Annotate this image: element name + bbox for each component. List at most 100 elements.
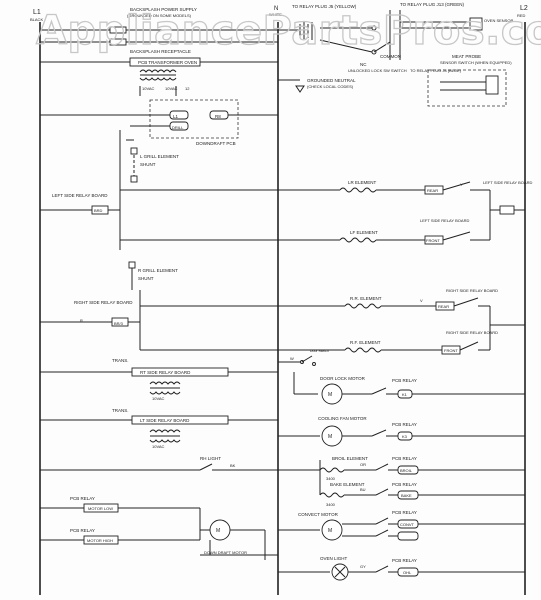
trans-a-label: TRANS. bbox=[112, 358, 129, 363]
rh-light-label: RH LIGHT bbox=[200, 456, 221, 461]
right-side-relay-board-label: RIGHT SIDE RELAY BOARD bbox=[74, 300, 133, 305]
wire-color-gy: GY bbox=[360, 564, 366, 569]
pcb-relay-3-label: PCB RELAY bbox=[392, 456, 417, 461]
wire-color-bu: BU bbox=[360, 487, 366, 492]
tag-convt: CONVT bbox=[400, 522, 415, 527]
v10vac-c: 10VAC bbox=[152, 396, 164, 401]
right-side-relay-board-far-label: RIGHT SIDE RELAY BOARD bbox=[446, 288, 498, 293]
rh-light-circuit bbox=[40, 463, 278, 471]
fan-motor-m: M bbox=[328, 434, 332, 440]
tag-broil: BROIL bbox=[400, 468, 413, 473]
door-motor-m: M bbox=[328, 392, 332, 398]
motor-high-tag: MOTOR HIGH bbox=[87, 538, 113, 543]
lr-element-label: LR ELEMENT bbox=[348, 180, 377, 185]
door-lock-motor-circuit bbox=[278, 355, 413, 405]
relay-board-transformers bbox=[40, 367, 278, 443]
pcb-relay-8-label: PCB RELAY bbox=[392, 558, 417, 563]
v10vac-d: 10VAC bbox=[152, 444, 164, 449]
pcb-relay-4-label: PCB RELAY bbox=[392, 482, 417, 487]
oven-sensor-label: OVEN SENSOR bbox=[484, 18, 513, 23]
backsplash-power-sub: (GROUNDED ON SOME MODELS) bbox=[127, 13, 192, 18]
rail-l1-label: L1 bbox=[33, 9, 41, 16]
backsplash-power-label: BACKSPLASH POWER SUPPLY bbox=[130, 7, 197, 12]
cooling-fan-circuit bbox=[278, 425, 413, 447]
rail-n-label: N bbox=[274, 6, 278, 12]
wire-color-w: W bbox=[290, 356, 294, 361]
rt-side-relay-board-label: RT SIDE RELAY BOARD bbox=[140, 370, 191, 375]
ground-icon bbox=[295, 85, 305, 93]
meat-probe-label: MEAT PROBE bbox=[452, 54, 481, 59]
tag-bake: BAKE bbox=[401, 493, 412, 498]
rail-l1-color: BLACK bbox=[30, 17, 43, 22]
downdraft-pcb-label: DOWNDRAFT PCB bbox=[196, 141, 236, 146]
tag-br3: BR/3 bbox=[114, 321, 124, 326]
left-side-relay-board-right-label: LEFT SIDE RELAY BOARD bbox=[420, 218, 469, 223]
right-side-relay-board-mid-label: RIGHT SIDE RELAY BOARD bbox=[446, 330, 498, 335]
pcb-relay-5-label: PCB RELAY bbox=[70, 496, 95, 501]
watermark: AppliancePartsPros.com bbox=[36, 8, 541, 54]
downdraft-motor-circuit bbox=[40, 503, 278, 560]
tag-rear-2: REAR bbox=[438, 304, 449, 309]
r-grill-shunt-label: SHUNT bbox=[138, 276, 154, 281]
lt-side-relay-board-label: LT SIDE RELAY BOARD bbox=[140, 418, 190, 423]
left-grill-section bbox=[40, 130, 525, 250]
meat-probe-sub: SENSOR SWITCH (WHEN EQUIPPED) bbox=[440, 60, 512, 65]
backsplash-receptacle-label: BACKSPLASH RECEPTACLE bbox=[130, 49, 191, 54]
backsplash-section bbox=[40, 26, 278, 46]
pcb-transformer bbox=[40, 57, 278, 96]
volt-10vac-a: 10VAC bbox=[142, 86, 154, 91]
l-grill-element-label: L GRILL ELEMENT bbox=[140, 154, 179, 159]
wire-color-bk: BK bbox=[230, 463, 236, 468]
convect-motor-label: CONVECT MOTOR bbox=[298, 512, 339, 517]
to-relay-plug-label: TO RELAY PLUG J5 (YELLOW) bbox=[292, 4, 357, 9]
lf-element-label: LF ELEMENT bbox=[350, 230, 378, 235]
rf-element-label: R.F. ELEMENT bbox=[350, 340, 381, 345]
convect-motor-m: M bbox=[328, 528, 332, 534]
pcb-relay-6-label: PCB RELAY bbox=[70, 528, 95, 533]
volt-10vac-b: 10VAC bbox=[165, 86, 177, 91]
motor-low-tag: MOTOR LOW bbox=[88, 506, 113, 511]
wire-color-r: R bbox=[80, 318, 83, 323]
convect-motor-circuit bbox=[278, 517, 419, 541]
common-label: COMMON bbox=[380, 54, 401, 59]
tag-ohl: OHL bbox=[403, 570, 412, 575]
rr-element-label: R.R. ELEMENT bbox=[350, 296, 382, 301]
door-switch-label: Door Switch bbox=[310, 349, 329, 353]
wire-color-v: V bbox=[420, 298, 423, 303]
rail-n-color: WHITE bbox=[269, 12, 282, 17]
meat-probe bbox=[427, 69, 507, 107]
r-grill-element-label: R GRILL ELEMENT bbox=[138, 268, 178, 273]
pcb-relay-2-label: PCB RELAY bbox=[392, 422, 417, 427]
tag-l1: L1 bbox=[173, 114, 179, 119]
tag-k1: K1 bbox=[402, 392, 408, 397]
rail-l2-label: L2 bbox=[520, 5, 528, 12]
downdraft-pcb bbox=[40, 99, 278, 139]
rail-l2-color: RED bbox=[517, 13, 526, 18]
left-side-relay-board-label: LEFT SIDE RELAY BOARD bbox=[52, 193, 108, 198]
volt-12: 12 bbox=[185, 86, 190, 91]
tag-k3: K3 bbox=[402, 434, 408, 439]
tag-front-2: FRONT bbox=[444, 348, 458, 353]
power-rails bbox=[39, 22, 526, 595]
bake-watts: 3400 bbox=[326, 502, 336, 507]
lock-switch-area bbox=[278, 10, 483, 60]
to-relay-plug-green-label: TO RELAY PLUG J13 (GREEN) bbox=[400, 2, 465, 7]
to-relay-j4-label: TO RELAY PLUG J4 (BLUE) bbox=[410, 68, 462, 73]
bake-element-label: BAKE ELEMENT bbox=[330, 482, 365, 487]
wire-color-y: Y bbox=[460, 182, 463, 187]
nc-lock-sub: UNLOCKED LOCK SW SWITCH bbox=[348, 68, 407, 73]
right-grill-section bbox=[40, 261, 525, 355]
oven-light-label: OVEN LIGHT bbox=[320, 556, 348, 561]
broil-bake-circuit bbox=[278, 460, 525, 500]
l-grill-shunt-label: SHUNT bbox=[140, 162, 156, 167]
door-lock-motor-label: DOOR LOCK MOTOR bbox=[320, 376, 366, 381]
tag-rear: REAR bbox=[427, 188, 438, 193]
down-motor-m: M bbox=[216, 528, 220, 534]
pcb-relay-1-label: PCB RELAY bbox=[392, 378, 417, 383]
broil-watts: 3400 bbox=[326, 476, 336, 481]
down-draft-motor-label: DOWN DRAFT MOTOR bbox=[204, 550, 247, 555]
tag-front: FRONT bbox=[426, 238, 440, 243]
trans-b-label: TRANS. bbox=[112, 408, 129, 413]
